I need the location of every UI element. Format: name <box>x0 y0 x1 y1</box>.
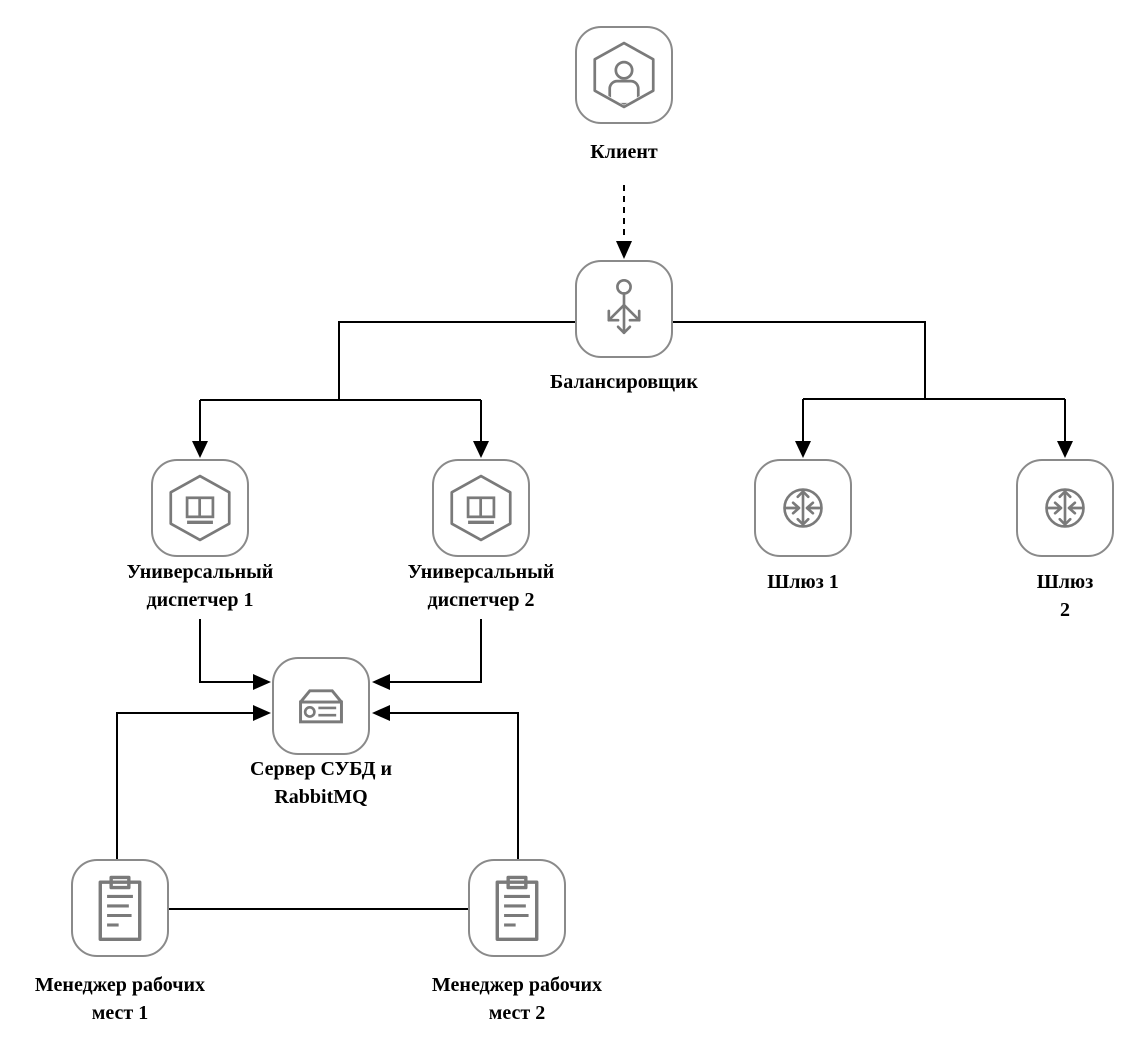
node-balancer <box>575 260 673 358</box>
server-box-icon <box>299 689 343 724</box>
clipboard-icon <box>98 875 142 941</box>
node-label-dispatcher1: Универсальный диспетчер 1 <box>126 561 274 611</box>
dispatcher-hexagon-icon <box>450 474 512 542</box>
node-label-gateway2: Шлюз 2 <box>1036 571 1094 621</box>
edge-client-balancer <box>616 185 632 259</box>
node-label-balancer: Балансировщик <box>550 371 698 393</box>
edge-balancer-gateways <box>673 321 1073 458</box>
edge-manager1-server <box>116 705 271 859</box>
node-manager2 <box>468 859 566 957</box>
gateway-arrows-icon <box>1045 488 1085 528</box>
node-manager1 <box>71 859 169 957</box>
edge-balancer-dispatchers <box>192 321 575 458</box>
node-label-gateway1: Шлюз 1 <box>767 571 839 593</box>
edge-dispatcher2-server <box>372 619 482 690</box>
gateway-arrows-icon <box>783 488 823 528</box>
node-client <box>575 26 673 124</box>
edge-dispatcher1-server <box>199 619 271 690</box>
node-label-manager1: Менеджер рабочих мест 1 <box>34 974 206 1024</box>
user-hexagon-icon <box>593 41 655 109</box>
node-dispatcher1 <box>151 459 249 557</box>
node-gateway1 <box>754 459 852 557</box>
dispatcher-hexagon-icon <box>169 474 231 542</box>
clipboard-icon <box>495 875 539 941</box>
node-gateway2 <box>1016 459 1114 557</box>
node-label-server: Сервер СУБД и RabbitMQ <box>249 758 393 808</box>
node-label-dispatcher2: Универсальный диспетчер 2 <box>407 561 555 611</box>
node-dispatcher2 <box>432 459 530 557</box>
node-label-client: Клиент <box>590 141 658 163</box>
load-balancer-icon <box>607 278 641 335</box>
node-label-manager2: Менеджер рабочих мест 2 <box>431 974 603 1024</box>
edge-manager2-server <box>372 705 519 859</box>
node-server <box>272 657 370 755</box>
